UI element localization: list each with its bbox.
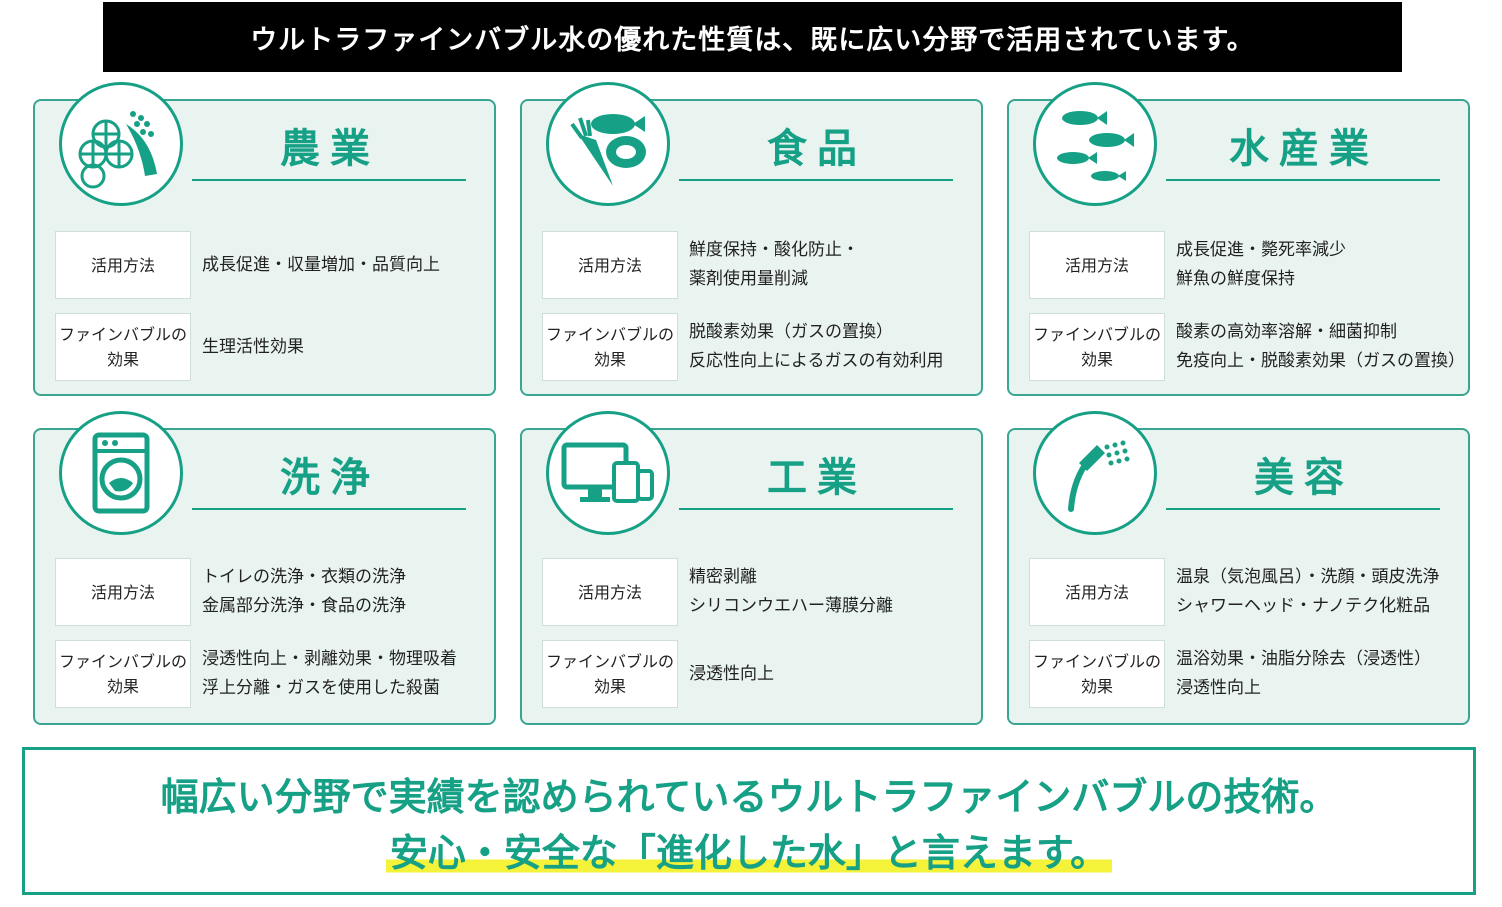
effect-value: 温浴効果・油脂分除去（浸透性） 浸透性向上 (1176, 649, 1431, 698)
icon-badge (1033, 411, 1157, 535)
effect-label: ファインバブルの 効果 (55, 313, 191, 381)
summary-headline: 幅広い分野で実績を認められているウルトラファインバブルの技術。 (160, 775, 1338, 819)
method-value: 鮮度保持・酸化防止・ 薬剤使用量削減 (689, 240, 859, 289)
card-beauty: 美容 活用方法 温泉（気泡風呂）・洗顔・頭皮洗浄 シャワーヘッド・ナノテク化粧品… (1007, 411, 1470, 725)
effect-value: 浸透性向上 (689, 663, 774, 684)
effect-value: 浸透性向上・剥離効果・物理吸着 浮上分離・ガスを使用した殺菌 (202, 649, 457, 698)
card-title: 美容 (1254, 455, 1354, 501)
icon-badge (546, 411, 670, 535)
title-divider (1166, 179, 1440, 181)
effect-label: ファインバブルの 効果 (542, 313, 678, 381)
method-value: トイレの洗浄・衣類の洗浄 金属部分洗浄・食品の洗浄 (202, 567, 406, 616)
summary-subline-wrap: 安心・安全な「進化した水」と言えます。 (25, 822, 1473, 877)
food-icon (570, 114, 646, 186)
method-label: 活用方法 (55, 558, 191, 626)
title-divider (679, 179, 953, 181)
effect-value: 脱酸素効果（ガスの置換） 反応性向上によるガスの有効利用 (689, 322, 944, 371)
summary-subline: 安心・安全な「進化した水」と言えます。 (385, 822, 1113, 877)
fish-icon (1057, 111, 1134, 181)
card-agriculture: 農業 活用方法 成長促進・収量増加・品質向上 ファインバブルの 効果 生理活性効… (33, 82, 496, 396)
effect-label: ファインバブルの 効果 (55, 640, 191, 708)
icon-badge (59, 82, 183, 206)
method-label: 活用方法 (542, 231, 678, 299)
effect-label: ファインバブルの 効果 (1029, 640, 1165, 708)
method-value: 成長促進・収量増加・品質向上 (202, 254, 440, 275)
washing-machine-icon (92, 432, 150, 514)
title-divider (192, 179, 466, 181)
method-label: 活用方法 (55, 231, 191, 299)
icon-badge (546, 82, 670, 206)
card-title: 工業 (767, 455, 867, 501)
method-value: 精密剥離 シリコンウエハー薄膜分離 (689, 567, 893, 616)
effect-value: 酸素の高効率溶解・細菌抑制 免疫向上・脱酸素効果（ガスの置換） (1176, 322, 1465, 371)
method-label: 活用方法 (542, 558, 678, 626)
card-title: 洗浄 (280, 455, 380, 501)
card-industry: 工業 活用方法 精密剥離 シリコンウエハー薄膜分離 ファインバブルの 効果 浸透… (520, 411, 983, 725)
method-label: 活用方法 (1029, 231, 1165, 299)
header-banner: ウルトラファインバブル水の優れた性質は、既に広い分野で活用されています。 (103, 2, 1402, 72)
card-food: 食品 活用方法 鮮度保持・酸化防止・ 薬剤使用量削減 ファインバブルの 効果 脱… (520, 82, 983, 396)
icon-badge (59, 411, 183, 535)
card-fishery: 水産業 活用方法 成長促進・斃死率減少 鮮魚の鮮度保持 ファインバブルの 効果 … (1007, 82, 1470, 396)
effect-value: 生理活性効果 (202, 336, 304, 357)
rice-crop-icon (78, 111, 157, 189)
effect-label: ファインバブルの 効果 (1029, 313, 1165, 381)
shower-icon (1068, 440, 1130, 512)
method-value: 成長促進・斃死率減少 鮮魚の鮮度保持 (1176, 240, 1346, 289)
card-cleaning: 洗浄 活用方法 トイレの洗浄・衣類の洗浄 金属部分洗浄・食品の洗浄 ファインバブ… (33, 411, 496, 725)
summary-box: 幅広い分野で実績を認められているウルトラファインバブルの技術。 安心・安全な「進… (22, 747, 1476, 895)
title-divider (192, 508, 466, 510)
effect-label: ファインバブルの 効果 (542, 640, 678, 708)
title-divider (1166, 508, 1440, 510)
method-value: 温泉（気泡風呂）・洗顔・頭皮洗浄 シャワーヘッド・ナノテク化粧品 (1176, 567, 1440, 616)
card-title: 食品 (767, 126, 867, 172)
icon-badge (1033, 82, 1157, 206)
card-title: 農業 (280, 126, 380, 172)
devices-icon (561, 442, 654, 503)
title-divider (679, 508, 953, 510)
method-label: 活用方法 (1029, 558, 1165, 626)
card-title: 水産業 (1229, 126, 1379, 172)
